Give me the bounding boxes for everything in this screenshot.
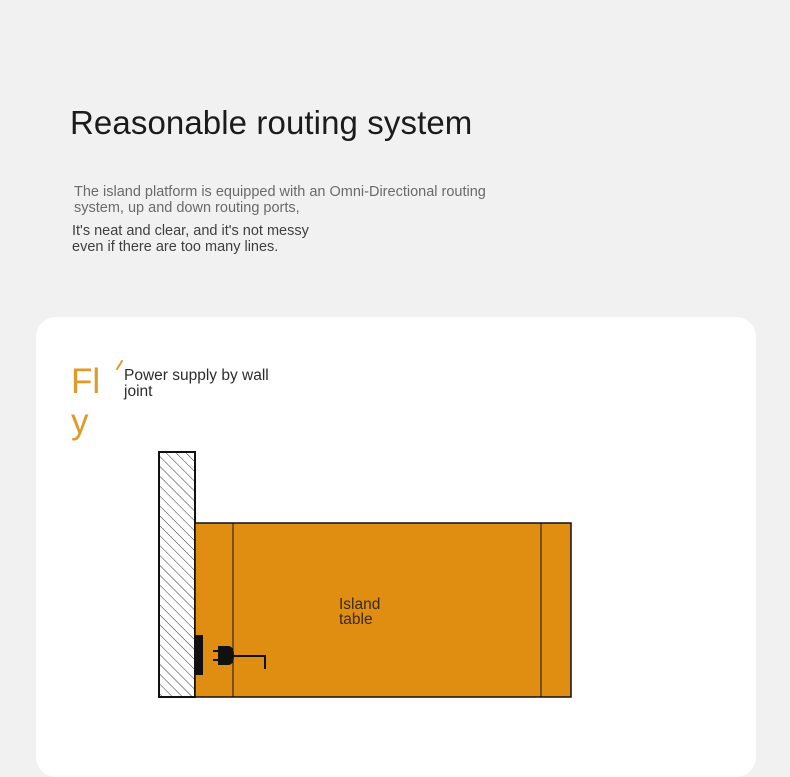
power-label-line: joint <box>124 383 153 400</box>
note-line: It's neat and clear, and it's not messy <box>72 223 309 239</box>
power-label-line: Power supply by wall <box>124 367 269 384</box>
note-line: even if there are too many lines. <box>72 239 279 255</box>
card-heading-fragment: Fly <box>71 362 101 441</box>
power-plug-icon <box>195 635 266 675</box>
island-label-line: table <box>339 611 373 628</box>
feature-note: It's neat and clear, and it's not messy … <box>72 223 309 255</box>
feature-description: The island platform is equipped with an … <box>74 184 486 216</box>
description-line: The island platform is equipped with an … <box>74 184 486 200</box>
label-tick-icon <box>116 360 123 370</box>
wall-hatch-icon <box>158 451 196 698</box>
routing-diagram <box>158 451 572 698</box>
island-table-label: Island table <box>339 596 381 628</box>
island-table <box>194 522 572 698</box>
island-label-line: Island <box>339 596 381 613</box>
description-line: system, up and down routing ports, <box>74 200 300 216</box>
page-title: Reasonable routing system <box>70 104 473 141</box>
power-supply-label: Power supply by wall joint <box>124 368 269 400</box>
